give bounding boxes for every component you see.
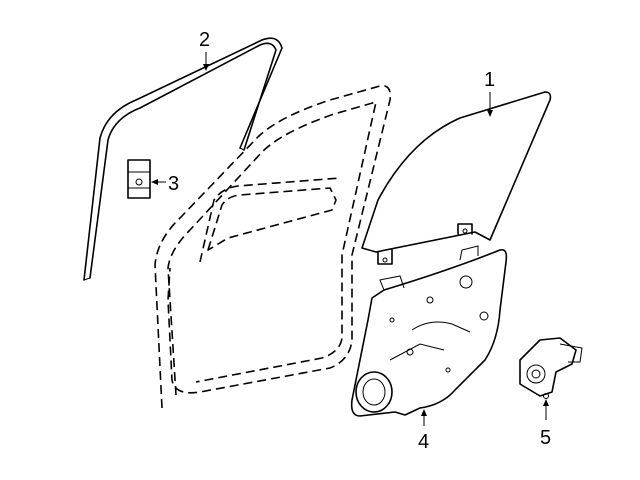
- callout-4: 4: [418, 431, 429, 453]
- callout-2: 2: [199, 29, 210, 51]
- channel-clip-part: [127, 159, 151, 199]
- callout-1: 1: [484, 69, 495, 91]
- callout-5: 5: [540, 427, 551, 449]
- door-glass-part: [361, 91, 552, 265]
- glass-run-channel-part: [83, 37, 283, 281]
- callout-3: 3: [168, 173, 179, 195]
- door-frame-outline: [154, 84, 392, 409]
- window-regulator-panel-part: [350, 245, 508, 417]
- regulator-motor-part: [519, 337, 583, 399]
